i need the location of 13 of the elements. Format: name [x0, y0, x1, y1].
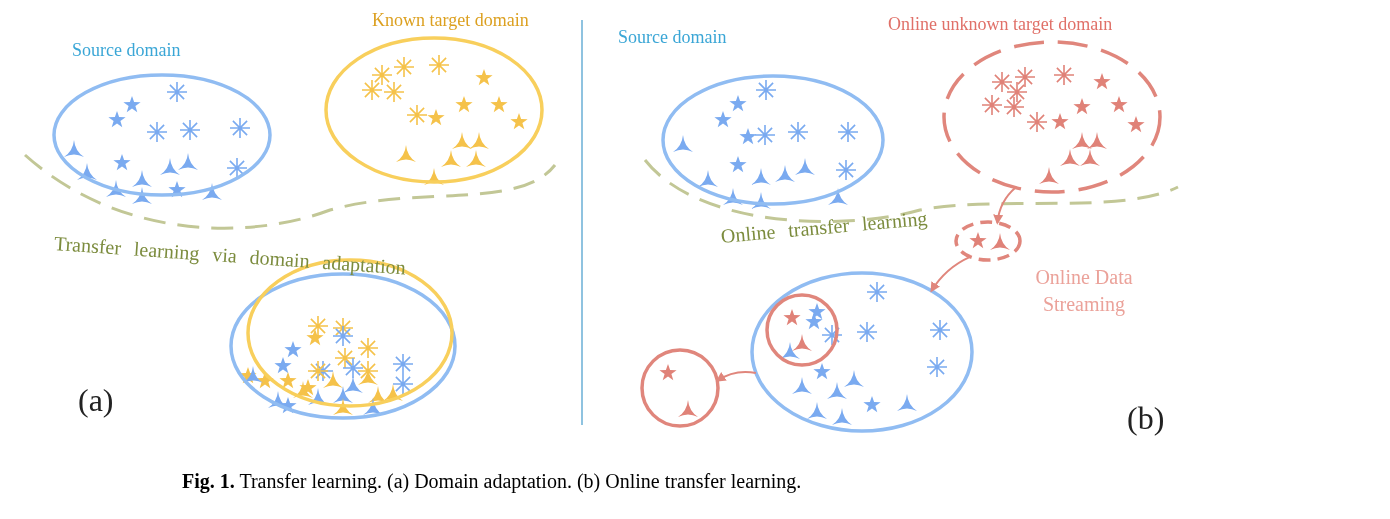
- arrow: [993, 186, 1017, 225]
- domain-title: Source domain: [72, 40, 181, 61]
- domain-title: Known target domain: [372, 10, 529, 31]
- arrow: [930, 255, 972, 293]
- arrow: [715, 370, 757, 382]
- panel-letter: (b): [1127, 400, 1165, 437]
- domain-title: Source domain: [618, 27, 727, 48]
- domain-title: Online unknown target domain: [888, 14, 1113, 35]
- stream-caption: Online Data Streaming: [1034, 265, 1134, 318]
- curve-label: Transfer learning via domain adaptation: [53, 232, 407, 280]
- curve-label: Online transfer learning: [720, 206, 929, 248]
- panel-letter: (a): [78, 382, 114, 419]
- figure-caption: Fig. 1. Transfer learning. (a) Domain adaptation. (b) Online transfer learning.: [182, 470, 802, 493]
